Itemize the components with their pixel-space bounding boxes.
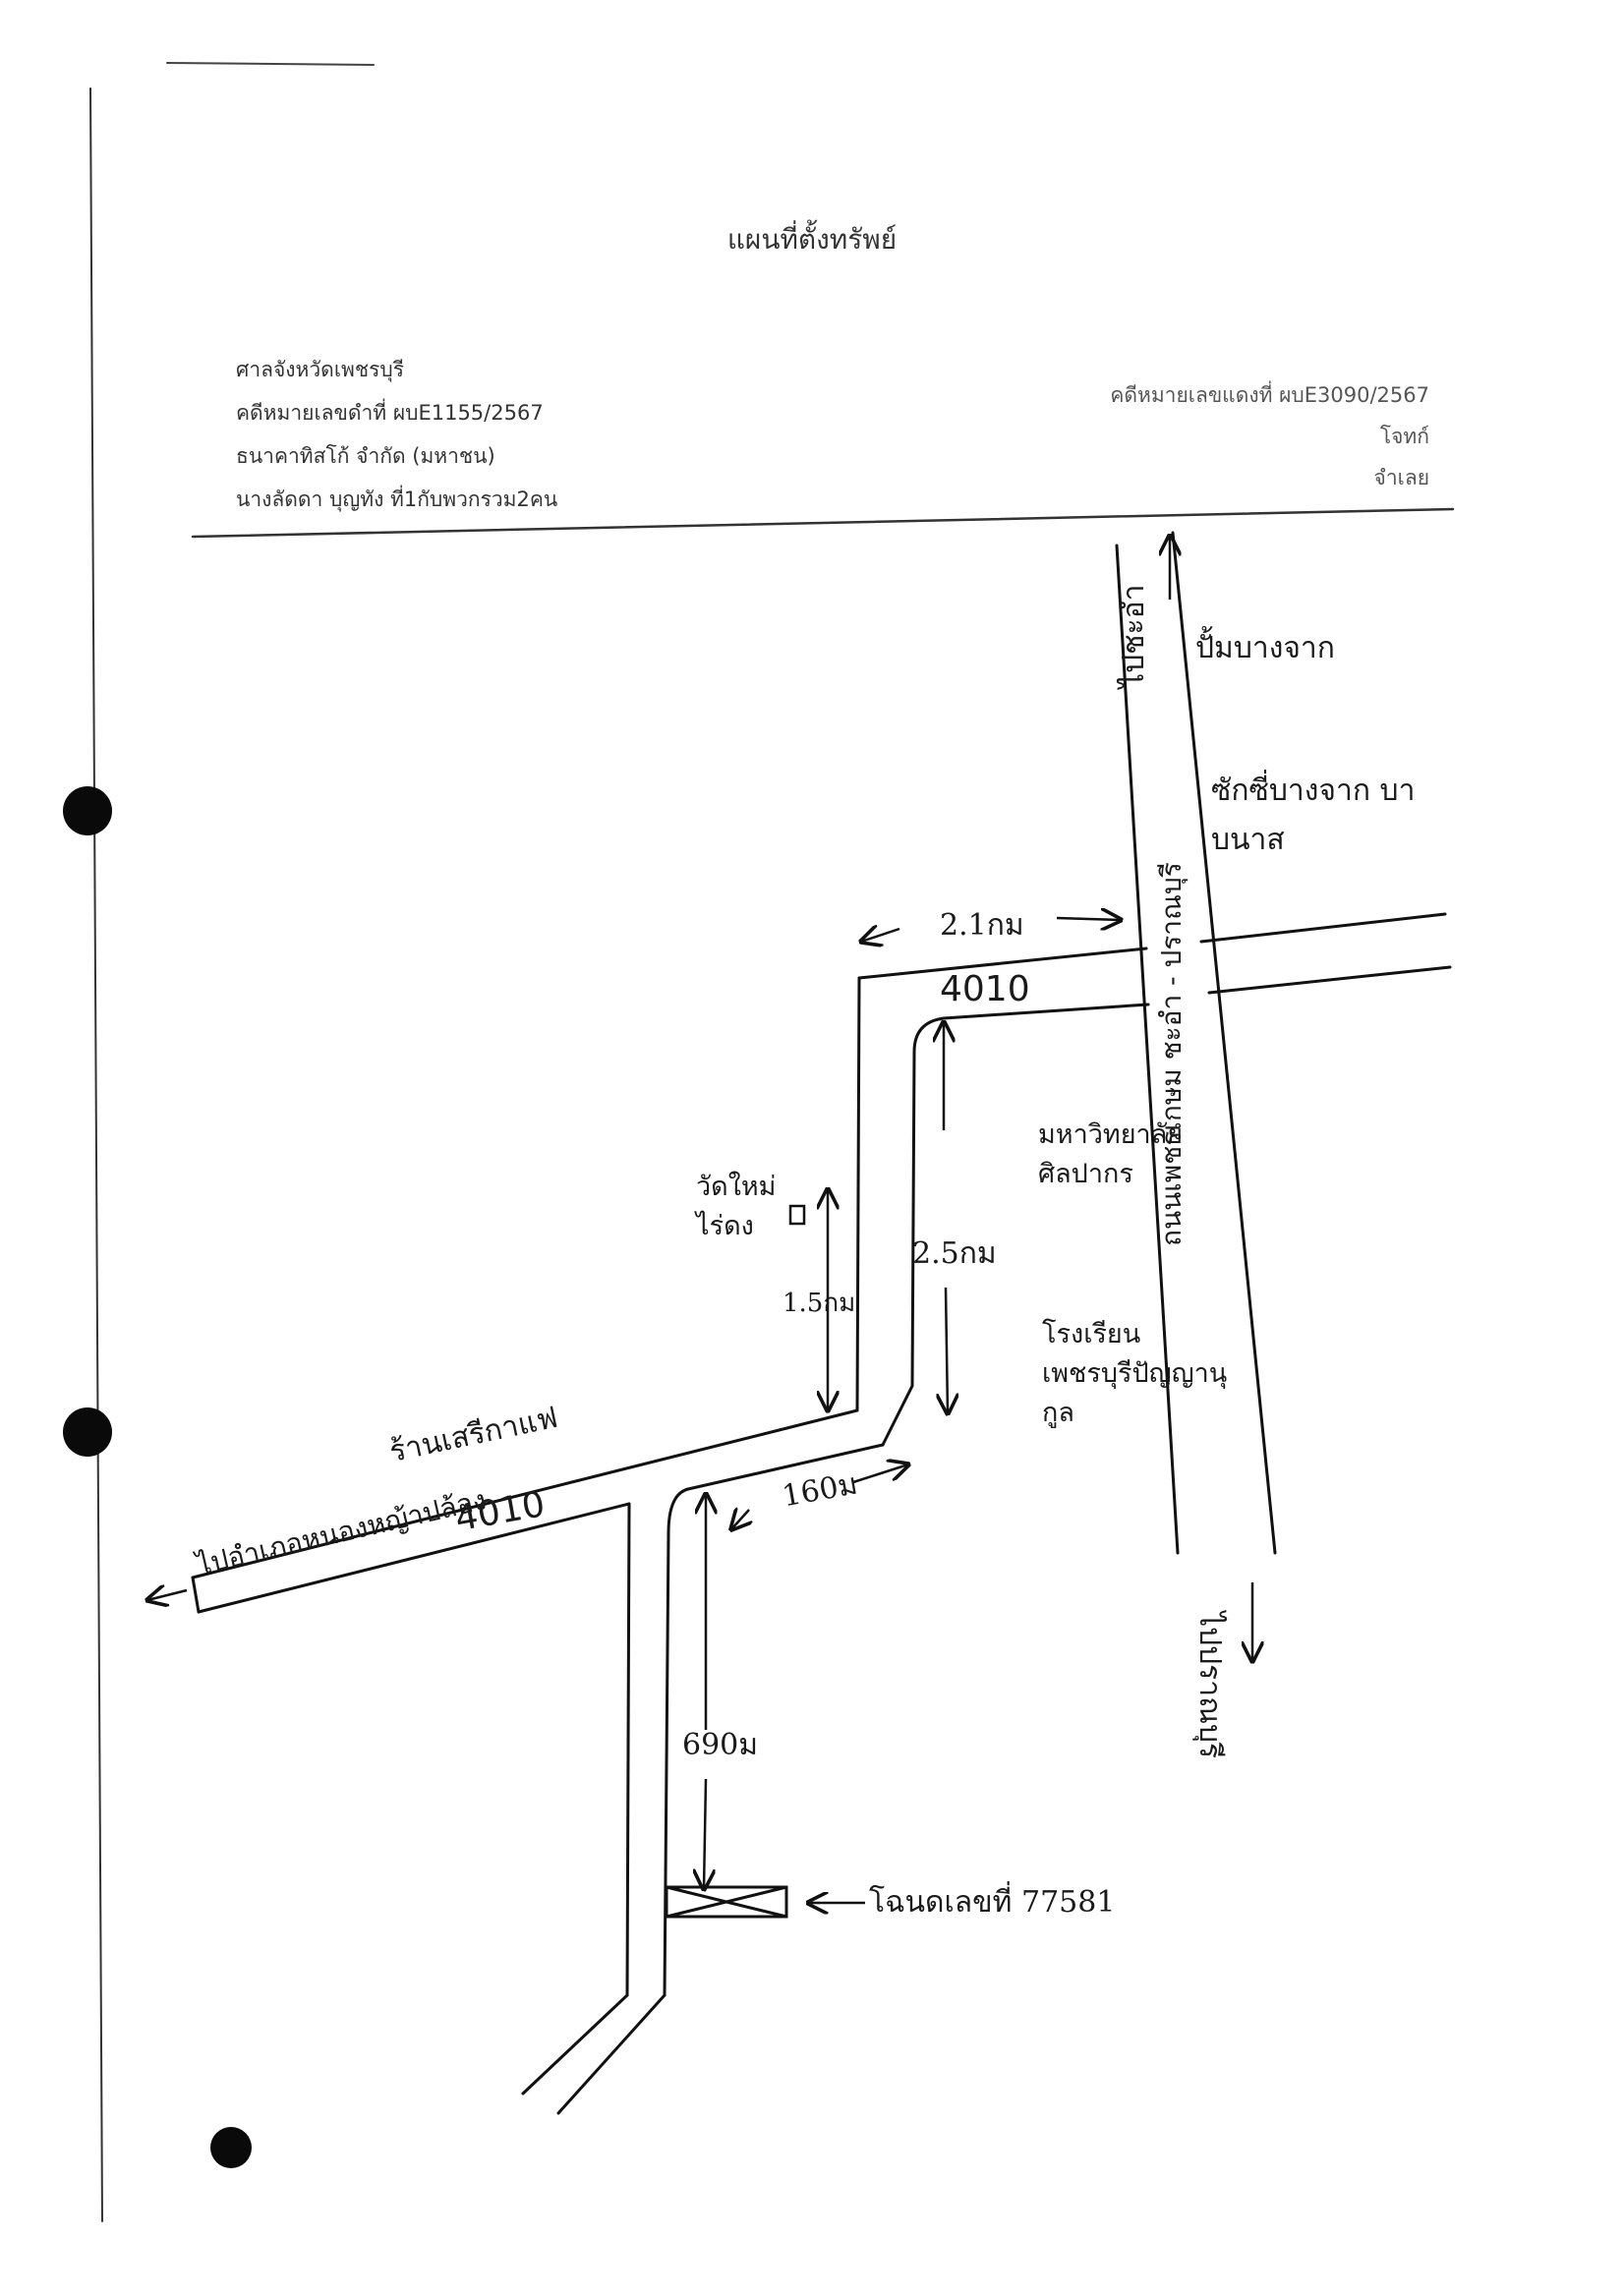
landmark-pump: ปั้มบางจาก bbox=[1195, 631, 1335, 665]
binder-hole-top bbox=[63, 786, 112, 835]
landmark-temple: วัดใหม่ไร่ดง bbox=[696, 1172, 777, 1241]
arrow-west-icon bbox=[147, 1590, 188, 1600]
arrow-dist-lower-right-icon bbox=[852, 1464, 908, 1484]
header-separator bbox=[191, 507, 1455, 539]
road-west-bottom-edge bbox=[197, 1502, 631, 1614]
parcel-box bbox=[665, 1885, 788, 1919]
soi-branch-2 bbox=[556, 1993, 667, 2115]
road-east-bottom-edge bbox=[1207, 965, 1452, 995]
parcel-cross-2 bbox=[665, 1885, 788, 1919]
landmark-university: มหาวิทยาลัยศิลปากร bbox=[1038, 1119, 1184, 1189]
parcel-label: โฉนดเลขที่ 77581 bbox=[869, 1885, 1116, 1920]
highway-left-edge bbox=[1115, 544, 1180, 1555]
arrow-dist-long-down-icon bbox=[704, 1778, 706, 1889]
arrow-dist-top-left-icon bbox=[861, 929, 900, 942]
road-west-end bbox=[191, 1576, 201, 1614]
road-junction-lower-edge bbox=[686, 1443, 885, 1491]
page-title: แผนที่ตั้งทรัพย์ bbox=[726, 223, 898, 256]
soi-branch-1 bbox=[521, 1993, 629, 2095]
binder-hole-bottom bbox=[210, 2127, 252, 2168]
road-east-top-edge bbox=[1199, 912, 1447, 944]
binder-hole-middle bbox=[63, 1407, 112, 1457]
margin-line bbox=[89, 87, 103, 2222]
arrow-dist-top-right-icon bbox=[1056, 918, 1121, 920]
defendant-name: นางลัดดา บุญทัง ที่1กับพวกรวม2คน bbox=[236, 488, 558, 511]
court-name: ศาลจังหวัดเพชรบุรี bbox=[236, 358, 404, 381]
scan-mark bbox=[166, 62, 375, 66]
road-upper-bottom-edge bbox=[942, 1003, 1150, 1020]
plaintiff-name: ธนาคาทิสโก้ จำกัด (มหาชน) bbox=[236, 444, 495, 468]
black-case-number: คดีหมายเลขดำที่ ผบE1155/2567 bbox=[236, 401, 544, 425]
distance-long: 690ม bbox=[682, 1728, 759, 1762]
plaintiff-label: โจทก์ bbox=[1379, 425, 1429, 448]
road-south-right-edge bbox=[881, 1016, 946, 1447]
arrow-dist-mid-down-icon bbox=[946, 1287, 948, 1413]
road-west-top-edge bbox=[191, 1408, 859, 1579]
arrow-dist-lower-left-icon bbox=[731, 1510, 749, 1529]
red-case-number: คดีหมายเลขแดงที่ ผบE3090/2567 bbox=[1110, 383, 1429, 407]
landmark-school: โรงเรียนเพชรบุรีปัญญานุกูล bbox=[1042, 1319, 1228, 1428]
temple-icon bbox=[788, 1204, 806, 1226]
road-number-top: 4010 bbox=[940, 969, 1030, 1009]
direction-bottom-label: ไปปราณบุรี bbox=[1192, 1612, 1227, 1759]
landmark-seven: ซักซี่บางจาก บาบนาส bbox=[1211, 774, 1416, 857]
defendant-label: จำเลย bbox=[1373, 466, 1429, 489]
road-south-left-edge bbox=[855, 976, 861, 1412]
highway-right-edge bbox=[1171, 531, 1277, 1555]
soi-left-edge bbox=[625, 1502, 631, 1997]
distance-top: 2.1กม bbox=[940, 908, 1024, 943]
road-upper-top-edge bbox=[857, 947, 1148, 980]
direction-top-label: ไปชะอำ bbox=[1117, 584, 1151, 688]
distance-mid: 2.5กม bbox=[912, 1236, 997, 1271]
soi-right-edge bbox=[663, 1487, 690, 1997]
distance-temple: 1.5กม bbox=[783, 1289, 856, 1318]
